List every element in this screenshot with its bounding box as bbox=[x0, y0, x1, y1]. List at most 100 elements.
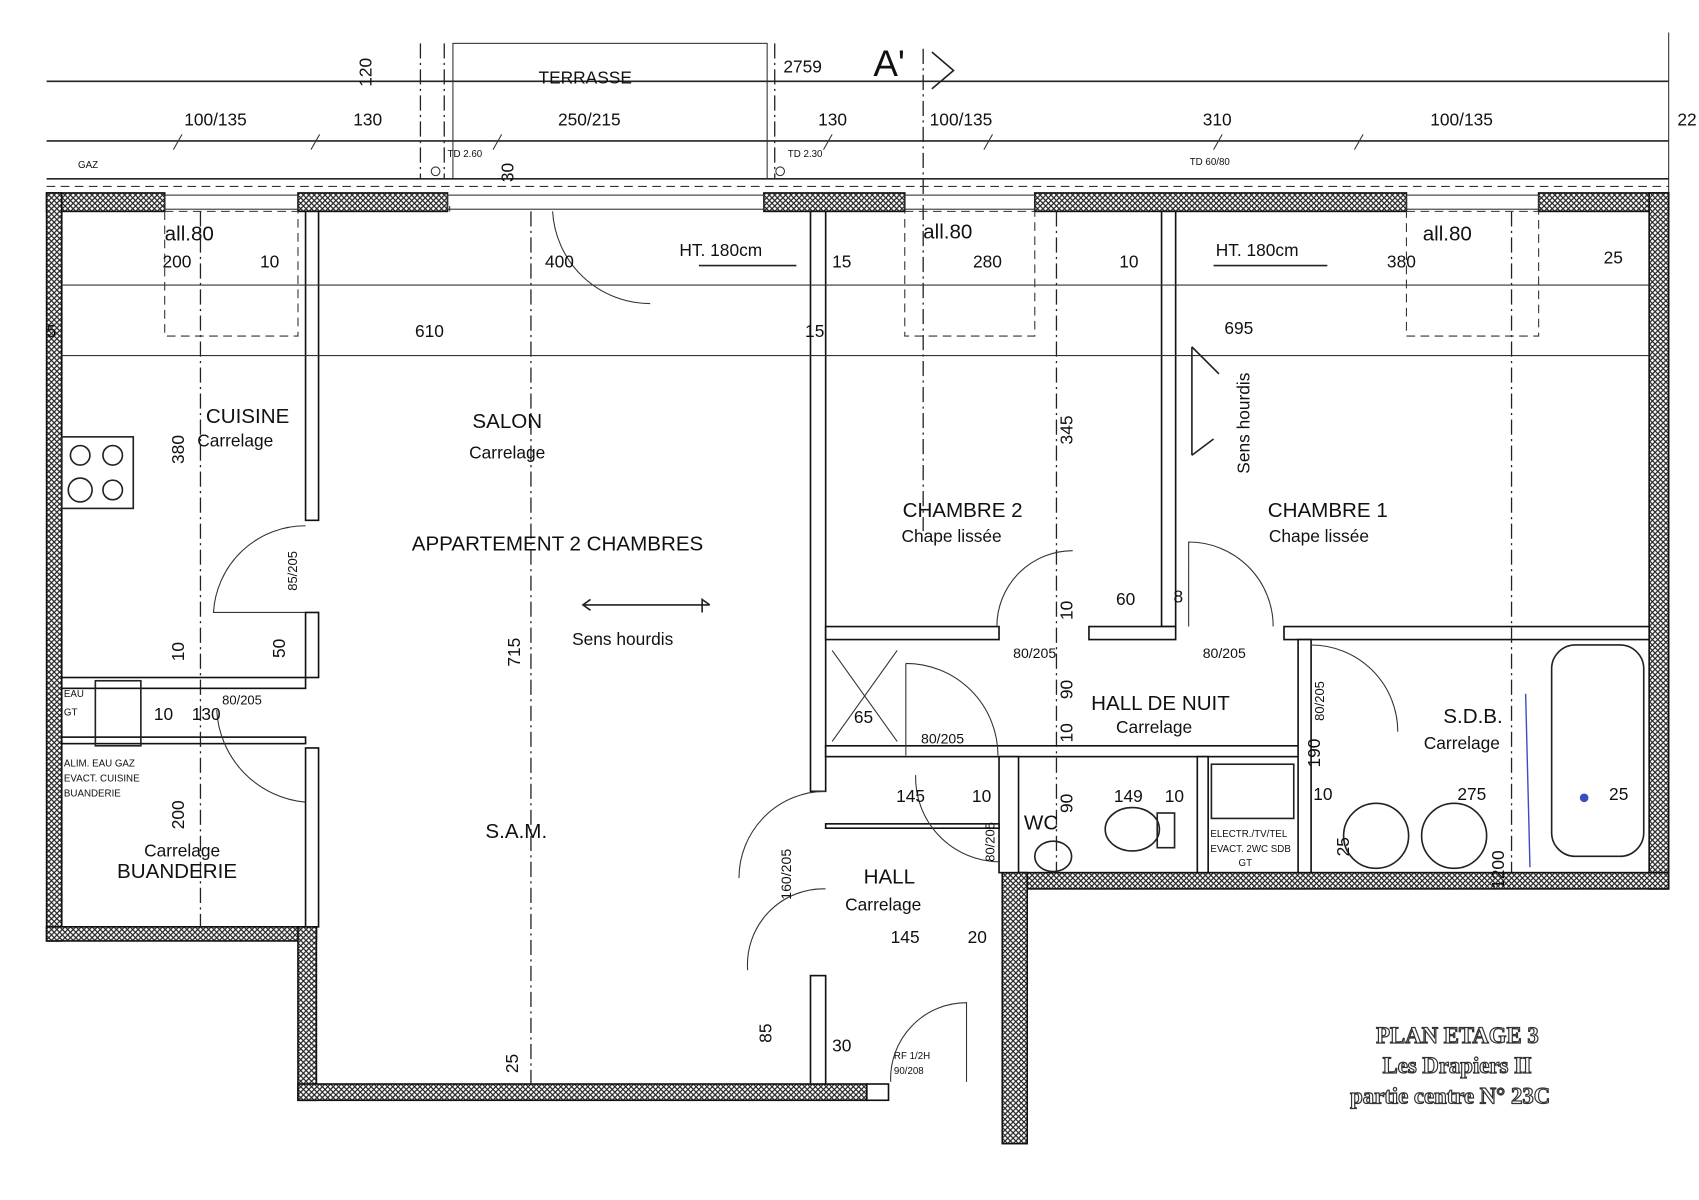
utility-note: ALIM. EAU GAZ bbox=[64, 758, 135, 769]
door-swing-terrace bbox=[449, 205, 651, 305]
dim: 10 bbox=[1057, 723, 1077, 742]
room-buanderie: BUANDERIE bbox=[117, 860, 237, 883]
room-labels: CUISINE Carrelage SALON Carrelage APPART… bbox=[117, 405, 1503, 915]
utility-duct bbox=[94, 679, 142, 747]
annotations: all.80 all.80 all.80 HT. 180cm HT. 180cm… bbox=[64, 220, 1472, 1077]
dimensions: 200 10 400 15 280 10 380 25 5 610 15 695… bbox=[47, 247, 1629, 1073]
dim-top: 22 bbox=[1677, 110, 1696, 130]
sill-note: all.80 bbox=[165, 223, 214, 246]
dim: 160/205 bbox=[778, 849, 794, 900]
toilet-icon bbox=[1104, 806, 1161, 852]
elevation-label: 2759 bbox=[783, 57, 822, 77]
dim: 90 bbox=[1057, 680, 1077, 699]
section-arrow-icon bbox=[931, 51, 955, 90]
dim: 10 bbox=[1057, 601, 1077, 620]
height-note: HT. 180cm bbox=[1216, 240, 1299, 260]
room-wc: WC bbox=[1024, 811, 1058, 834]
toilet-tank-icon bbox=[1156, 812, 1176, 849]
dim: 85/205 bbox=[285, 551, 300, 591]
room-chambre2: CHAMBRE 2 bbox=[903, 499, 1023, 522]
top-dimension-lines bbox=[46, 32, 1670, 532]
slab-direction-arrow-icon bbox=[1191, 346, 1220, 456]
cooktop-icon bbox=[60, 436, 135, 510]
utility-note: EAU bbox=[64, 689, 84, 700]
dim: 90 bbox=[1057, 794, 1077, 813]
utility-note: GT bbox=[64, 707, 78, 718]
slab-direction-note: Sens hourdis bbox=[1233, 372, 1253, 474]
dim: 80/205 bbox=[1013, 645, 1056, 661]
dim-top: 250/215 bbox=[558, 110, 621, 130]
utility-note: EVACT. 2WC SDB bbox=[1210, 844, 1291, 855]
dim-top: 310 bbox=[1203, 110, 1232, 130]
utility-note: GT bbox=[1238, 858, 1252, 869]
unit-label: partie centre N° 23C bbox=[1350, 1084, 1550, 1109]
room-cuisine-floor: Carrelage bbox=[197, 431, 273, 451]
room-salon-floor: Carrelage bbox=[469, 443, 545, 463]
dim: 10 bbox=[168, 642, 188, 661]
dim: 85 bbox=[755, 1024, 775, 1043]
dim: 400 bbox=[545, 252, 574, 272]
building-name: Les Drapiers II bbox=[1383, 1053, 1532, 1078]
dim: 200 bbox=[163, 252, 192, 272]
dim-120: 120 bbox=[356, 58, 376, 87]
bathtub-drain-icon bbox=[1579, 793, 1589, 803]
dim: 10 bbox=[972, 786, 991, 806]
closet-cross bbox=[831, 650, 898, 742]
dim: 8 bbox=[1173, 587, 1183, 607]
dim: 130 bbox=[192, 704, 221, 724]
door-swing-chambre2 bbox=[996, 550, 1073, 627]
room-chambre1: CHAMBRE 1 bbox=[1268, 499, 1388, 522]
room-sdb-floor: Carrelage bbox=[1424, 733, 1500, 753]
dim: 15 bbox=[832, 252, 851, 272]
dim: 10 bbox=[1119, 252, 1138, 272]
dim-top: 100/135 bbox=[184, 110, 247, 130]
dim: 280 bbox=[973, 252, 1002, 272]
dim-top: 130 bbox=[818, 110, 847, 130]
room-sdb: S.D.B. bbox=[1443, 705, 1502, 728]
dim: 80/205 bbox=[1203, 645, 1246, 661]
dim: 5 bbox=[47, 321, 57, 341]
door-swing-kitchen bbox=[212, 525, 306, 614]
door-swing-entry-double bbox=[738, 790, 826, 971]
td-right-label: TD 60/80 bbox=[1190, 157, 1231, 168]
dim: 25 bbox=[1609, 784, 1628, 804]
dim: 715 bbox=[504, 638, 524, 667]
room-hall-de-nuit-floor: Carrelage bbox=[1116, 717, 1192, 737]
entry-door-note: RF 1/2H bbox=[894, 1051, 930, 1062]
dim: 145 bbox=[891, 927, 920, 947]
door-swing-chambre1 bbox=[1188, 541, 1274, 627]
apartment-label: APPARTEMENT 2 CHAMBRES bbox=[412, 533, 704, 556]
dim: 149 bbox=[1114, 786, 1143, 806]
dim: 275 bbox=[1457, 784, 1486, 804]
dim: 15 bbox=[805, 321, 824, 341]
dim: 80/205 bbox=[1312, 681, 1327, 721]
dim: 610 bbox=[415, 321, 444, 341]
title-block: PLAN ETAGE 3 Les Drapiers II partie cent… bbox=[1350, 1022, 1551, 1109]
dim-top: 130 bbox=[353, 110, 382, 130]
dim: 80/205 bbox=[921, 731, 964, 747]
dim: 380 bbox=[1387, 252, 1416, 272]
washbasin-icon bbox=[1342, 802, 1410, 870]
dim: 60 bbox=[1116, 589, 1135, 609]
bathtub-icon bbox=[1550, 644, 1645, 858]
terrace-label: TERRASSE bbox=[539, 67, 632, 87]
dim: 345 bbox=[1057, 416, 1077, 445]
door-swing-buanderie bbox=[216, 709, 306, 803]
dim: 1200 bbox=[1488, 850, 1508, 889]
plan-title: PLAN ETAGE 3 bbox=[1376, 1023, 1539, 1048]
sill-note: all.80 bbox=[1423, 223, 1472, 246]
dim: 145 bbox=[896, 786, 925, 806]
fixtures bbox=[60, 205, 1650, 1085]
dim: 65 bbox=[854, 707, 873, 727]
door-swing-sdb bbox=[1311, 644, 1399, 732]
top-dimensions: 100/135 130 250/215 130 100/135 310 100/… bbox=[184, 110, 1696, 130]
door-swing-hall bbox=[905, 662, 999, 756]
utility-note: EVACT. CUISINE bbox=[64, 774, 140, 785]
dim-top: 100/135 bbox=[930, 110, 993, 130]
dim: 10 bbox=[154, 704, 173, 724]
room-sam: S.A.M. bbox=[485, 820, 547, 843]
handbasin-icon bbox=[1033, 840, 1073, 873]
room-hall-de-nuit: HALL DE NUIT bbox=[1091, 692, 1230, 715]
dim: 10 bbox=[260, 252, 279, 272]
dim: 80/205 bbox=[983, 822, 998, 862]
